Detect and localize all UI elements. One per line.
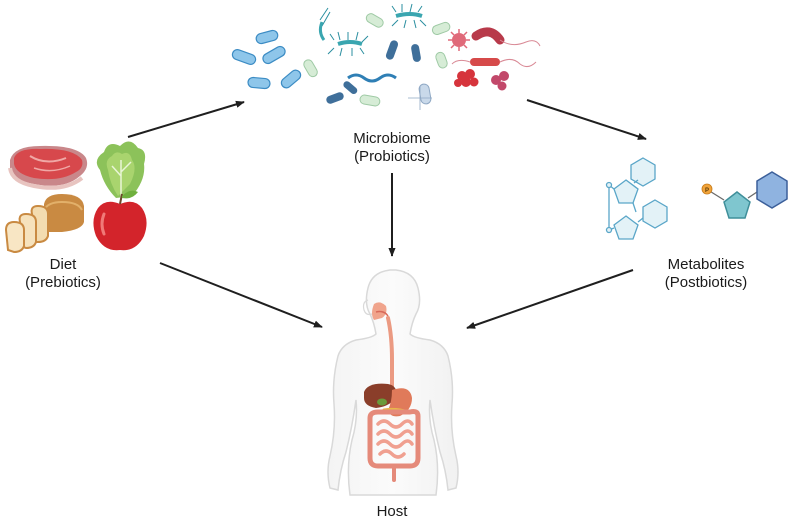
arrow-microbiome-to-metabolites	[526, 99, 647, 140]
metabolites-title: Metabolites	[667, 256, 745, 273]
arrow-metabolites-to-host	[466, 269, 634, 329]
microbiome-label: Microbiome (Probiotics)	[330, 130, 454, 166]
diet-title: Diet	[49, 256, 77, 273]
phosphorylated-molecule-icon: P	[701, 171, 788, 219]
sugar-chain-molecule-icon	[605, 157, 668, 240]
bread-loaf-icon	[4, 194, 84, 254]
host-title: Host	[376, 503, 408, 520]
microbiome-title: Microbiome	[353, 130, 431, 147]
lettuce-icon	[96, 141, 146, 198]
diet-subtitle: (Prebiotics)	[25, 274, 101, 291]
arrow-diet-to-host	[159, 262, 323, 328]
arrow-diet-to-microbiome	[127, 100, 245, 138]
phosphate-label: P	[705, 188, 709, 194]
virus-icon	[448, 29, 470, 51]
metabolites-subtitle: (Postbiotics)	[664, 274, 748, 291]
bacteria-cluster-icon	[231, 3, 541, 110]
human-digestive-system-icon	[327, 269, 459, 496]
steak-icon	[8, 145, 88, 190]
host-label: Host	[352, 503, 432, 521]
microbiome-subtitle: (Probiotics)	[354, 148, 430, 165]
metabolites-label: Metabolites (Postbiotics)	[641, 256, 771, 292]
apple-icon	[93, 190, 147, 251]
diet-label: Diet (Prebiotics)	[8, 256, 118, 292]
